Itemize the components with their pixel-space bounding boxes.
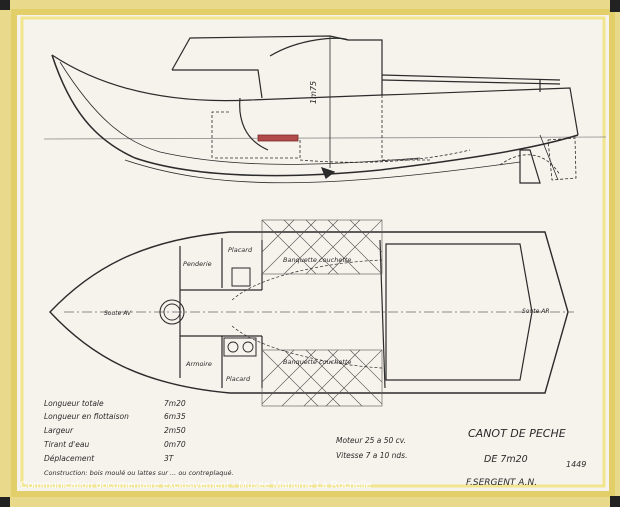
placard-bottom-label: Placard xyxy=(226,375,251,383)
spec-value: 6m35 xyxy=(164,412,186,421)
drawing-number: 1449 xyxy=(566,460,586,469)
placard-top-label: Placard xyxy=(228,246,253,254)
rudder xyxy=(519,149,541,184)
cockpit-well xyxy=(385,243,533,381)
spec-label: Longueur totale xyxy=(44,399,104,408)
penderie-label: Penderie xyxy=(183,260,212,268)
height-label: 1m75 xyxy=(309,81,318,104)
plan-view xyxy=(49,219,574,407)
spec-label: Déplacement xyxy=(44,454,95,463)
author: F.SERGENT A.N. xyxy=(466,478,537,488)
paper xyxy=(11,9,615,497)
waterline xyxy=(43,136,607,140)
bunk-mark xyxy=(257,134,299,142)
soute-av-label: Soute AV xyxy=(104,310,132,317)
speed-spec: Vitesse 7 a 10 nds. xyxy=(336,451,407,460)
banquette-bottom-label: Banquette couchette xyxy=(283,358,351,366)
profile-view xyxy=(43,35,607,184)
spec-label: Longueur en flottaison xyxy=(44,412,129,421)
drawing-title: CANOT DE PECHE xyxy=(468,427,566,440)
sink xyxy=(231,267,251,287)
soute-ar-label: Soute AR xyxy=(522,308,550,315)
mast-ring xyxy=(159,299,185,325)
spec-label: Largeur xyxy=(44,426,74,435)
construction-note: Construction: bois moulé ou lattes sur .… xyxy=(44,469,234,477)
armoire-label: Armoire xyxy=(185,360,212,368)
bunk-top-hatch xyxy=(261,219,383,275)
drawing-subtitle: DE 7m20 xyxy=(484,454,528,465)
sheer-line xyxy=(51,54,579,136)
watermark: Communication documentaire exclusivement… xyxy=(20,479,371,491)
spec-value: 2m50 xyxy=(164,426,186,435)
inner-tape xyxy=(20,16,606,488)
keel-line xyxy=(51,54,579,177)
stove xyxy=(223,337,257,357)
engine-spec: Moteur 25 a 50 cv. xyxy=(336,436,406,445)
banquette-top-label: Banquette couchette xyxy=(283,256,351,264)
spec-value: 0m70 xyxy=(164,440,186,449)
bunk-bottom-hatch xyxy=(261,349,383,407)
specs-table: Longueur totale 7m20 Longueur en flottai… xyxy=(44,399,186,463)
spec-value: 7m20 xyxy=(164,399,186,408)
spec-label: Tirant d'eau xyxy=(44,440,89,449)
spec-value: 3T xyxy=(164,454,175,463)
